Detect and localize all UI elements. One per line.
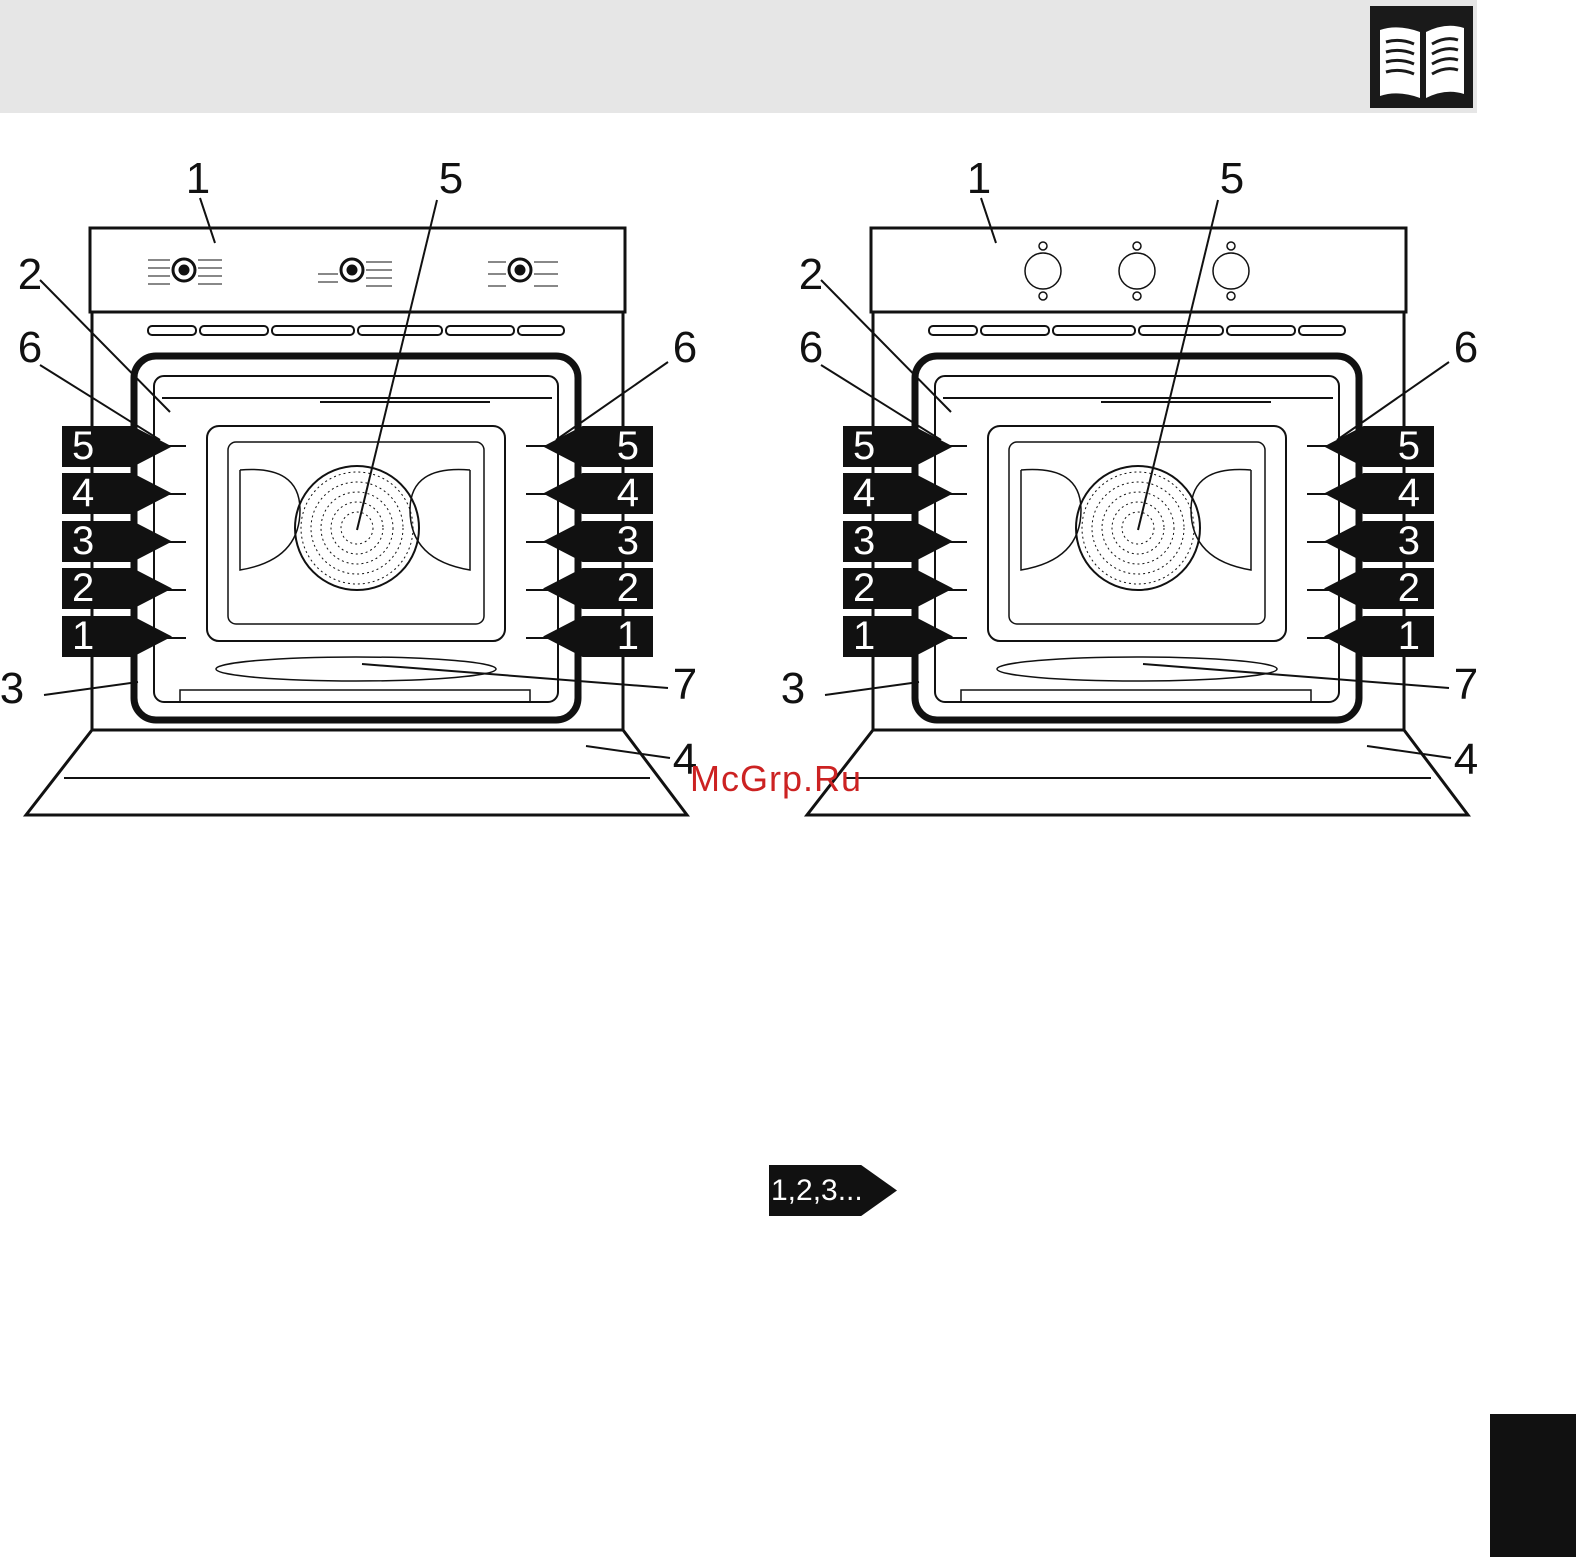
oven-diagram-right: 1 5 2 6 6 3 7 4 5 4 3 2 1 5 4 3 2 1 bbox=[781, 150, 1481, 830]
shelf-number: 4 bbox=[1398, 473, 1420, 514]
callout-1: 1 bbox=[959, 157, 999, 201]
callout-6: 6 bbox=[791, 326, 831, 370]
callout-6: 6 bbox=[10, 326, 50, 370]
callout-2: 2 bbox=[10, 253, 50, 297]
shelf-number: 2 bbox=[72, 568, 94, 609]
callout-3: 3 bbox=[0, 667, 32, 711]
shelf-number: 1 bbox=[1398, 616, 1420, 657]
shelf-number: 2 bbox=[617, 568, 639, 609]
shelf-number: 2 bbox=[853, 568, 875, 609]
sequence-tag: 1,2,3... bbox=[769, 1165, 897, 1216]
watermark: McGrp.Ru bbox=[690, 758, 862, 800]
callout-3: 3 bbox=[773, 667, 813, 711]
shelf-number: 5 bbox=[1398, 426, 1420, 467]
header-band bbox=[0, 0, 1477, 113]
shelf-number: 3 bbox=[617, 521, 639, 562]
sequence-tag-label: 1,2,3... bbox=[769, 1174, 863, 1207]
shelf-number: 1 bbox=[853, 616, 875, 657]
callout-6: 6 bbox=[665, 326, 705, 370]
shelf-number: 1 bbox=[72, 616, 94, 657]
callout-5: 5 bbox=[431, 157, 471, 201]
callout-1: 1 bbox=[178, 157, 218, 201]
shelf-number: 3 bbox=[72, 521, 94, 562]
shelf-number: 2 bbox=[1398, 568, 1420, 609]
book-icon bbox=[1370, 6, 1473, 108]
callout-4: 4 bbox=[1446, 738, 1486, 782]
callout-7: 7 bbox=[1446, 663, 1486, 707]
shelf-number: 3 bbox=[853, 521, 875, 562]
shelf-number: 4 bbox=[853, 473, 875, 514]
shelf-number: 4 bbox=[617, 473, 639, 514]
callout-7: 7 bbox=[665, 663, 705, 707]
shelf-number: 4 bbox=[72, 473, 94, 514]
page-corner-tab bbox=[1490, 1414, 1576, 1557]
shelf-number: 5 bbox=[72, 426, 94, 467]
shelf-number: 5 bbox=[853, 426, 875, 467]
shelf-number: 1 bbox=[617, 616, 639, 657]
shelf-number: 5 bbox=[617, 426, 639, 467]
shelf-number: 3 bbox=[1398, 521, 1420, 562]
oven-diagram-left: 1 5 2 6 6 3 7 4 5 4 3 2 1 5 4 3 2 1 bbox=[0, 150, 700, 830]
callout-6: 6 bbox=[1446, 326, 1486, 370]
callout-5: 5 bbox=[1212, 157, 1252, 201]
callout-2: 2 bbox=[791, 253, 831, 297]
